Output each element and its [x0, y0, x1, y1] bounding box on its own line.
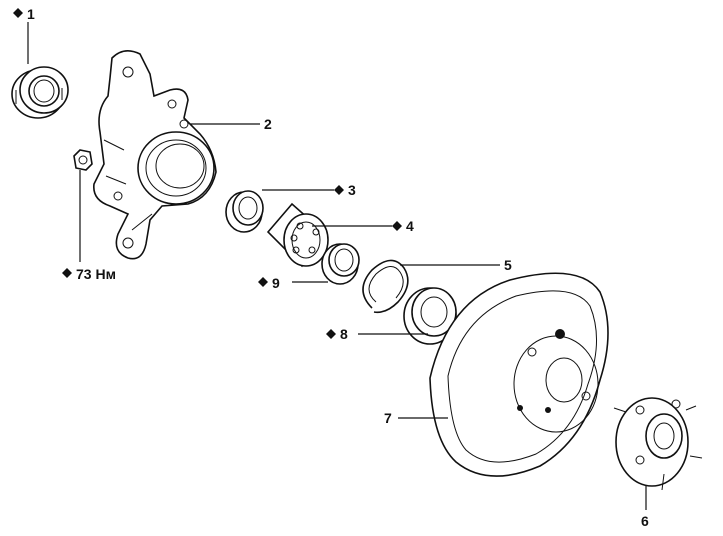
part-8-hub-seal: [403, 287, 457, 345]
callout-8: 8: [326, 326, 348, 342]
part-4-bearing: [266, 202, 329, 268]
part-knuckle-nut: [73, 149, 93, 171]
callout-5-text: 5: [504, 257, 512, 273]
callout-2: 2: [264, 116, 272, 132]
callout-4-text: 4: [406, 218, 414, 234]
callout-6: 6: [641, 513, 649, 529]
callout-7-text: 7: [384, 410, 392, 426]
callout-6-text: 6: [641, 513, 649, 529]
part-3-bearing-race: [225, 190, 264, 233]
part-7-backing-plate: [429, 272, 609, 477]
part-6-hub: [613, 397, 703, 491]
callout-3-text: 3: [348, 182, 356, 198]
part-1-oil-seal: [11, 66, 69, 119]
callout-9: 9: [258, 275, 280, 291]
part-2-knuckle: [93, 50, 217, 260]
callout-torque: 73 Нм: [62, 266, 116, 282]
callout-8-text: 8: [340, 326, 348, 342]
callout-3: 3: [334, 182, 356, 198]
leader-lines: [27, 22, 647, 510]
part-9-inner-race: [321, 243, 360, 285]
callout-5: 5: [504, 257, 512, 273]
callout-2-text: 2: [264, 116, 272, 132]
part-5-snap-ring: [362, 259, 409, 314]
callout-1: 1: [13, 6, 35, 22]
callout-torque-text: 73 Нм: [76, 266, 116, 282]
callout-1-text: 1: [27, 6, 35, 22]
callout-4: 4: [392, 218, 414, 234]
callout-9-text: 9: [272, 275, 280, 291]
callout-7: 7: [384, 410, 392, 426]
